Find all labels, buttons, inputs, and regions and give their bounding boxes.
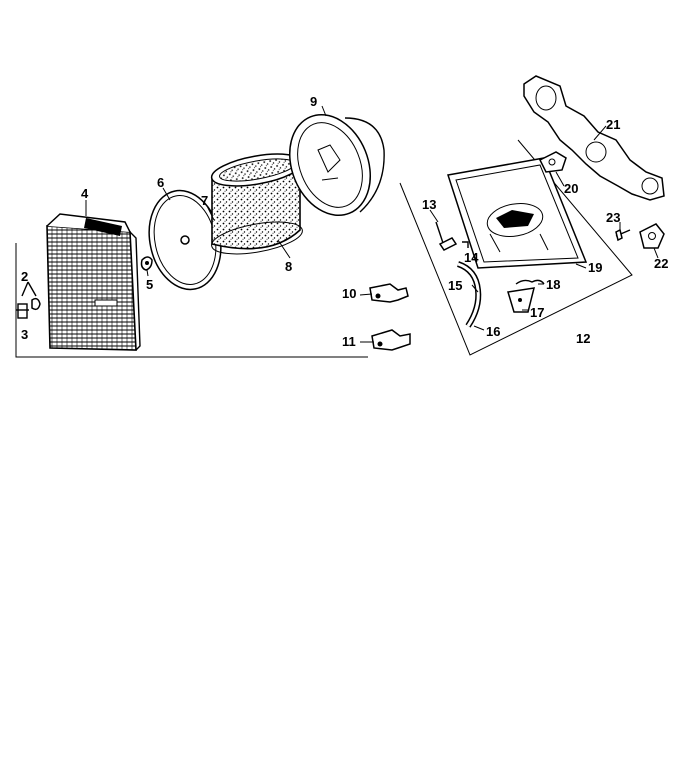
callout-16: 16 <box>486 324 500 339</box>
breather-fitting-upper <box>369 283 409 303</box>
callout-11: 11 <box>342 334 356 349</box>
callout-20: 20 <box>564 181 578 196</box>
intake-elbow <box>523 75 665 201</box>
callout-12: 12 <box>576 331 590 346</box>
callout-14: 14 <box>464 250 479 265</box>
assembly-bracket-right <box>399 139 633 356</box>
breather-fitting-lower <box>371 329 411 351</box>
callout-9: 9 <box>310 94 317 109</box>
callout-5: 5 <box>146 277 153 292</box>
callout-21: 21 <box>606 117 620 132</box>
clip-part <box>21 281 41 311</box>
callout-6: 6 <box>157 175 164 190</box>
callout-15: 15 <box>448 278 462 293</box>
nut-part <box>140 256 153 271</box>
callout-8: 8 <box>285 259 292 274</box>
callout-22: 22 <box>654 256 668 271</box>
air-cleaner-base <box>447 157 588 269</box>
air-cleaner-cover <box>46 213 141 351</box>
assembly-bracket-left <box>15 243 368 358</box>
filter-cover-plate <box>148 189 222 291</box>
spring-clip <box>515 279 545 285</box>
callout-4: 4 <box>81 186 89 201</box>
callout-2: 2 <box>21 269 28 284</box>
callout-18: 18 <box>546 277 560 292</box>
callout-23: 23 <box>606 210 620 225</box>
flange <box>639 223 665 249</box>
callout-10: 10 <box>342 286 356 301</box>
callout-17: 17 <box>530 305 544 320</box>
stud <box>615 228 631 242</box>
filter-element <box>288 113 385 217</box>
gasket <box>538 151 567 173</box>
support-bracket <box>507 287 536 313</box>
callout-13: 13 <box>422 197 436 212</box>
callout-labels: 2 3 4 5 6 7 8 9 10 11 12 13 14 15 16 17 … <box>21 94 668 349</box>
leader-lines <box>85 105 659 343</box>
breather-tube <box>456 261 482 328</box>
wingnut-part <box>16 303 29 319</box>
callout-7: 7 <box>201 193 208 208</box>
base-bolt <box>435 221 458 251</box>
small-pin <box>462 241 469 248</box>
callout-3: 3 <box>21 327 28 342</box>
callout-19: 19 <box>588 260 602 275</box>
